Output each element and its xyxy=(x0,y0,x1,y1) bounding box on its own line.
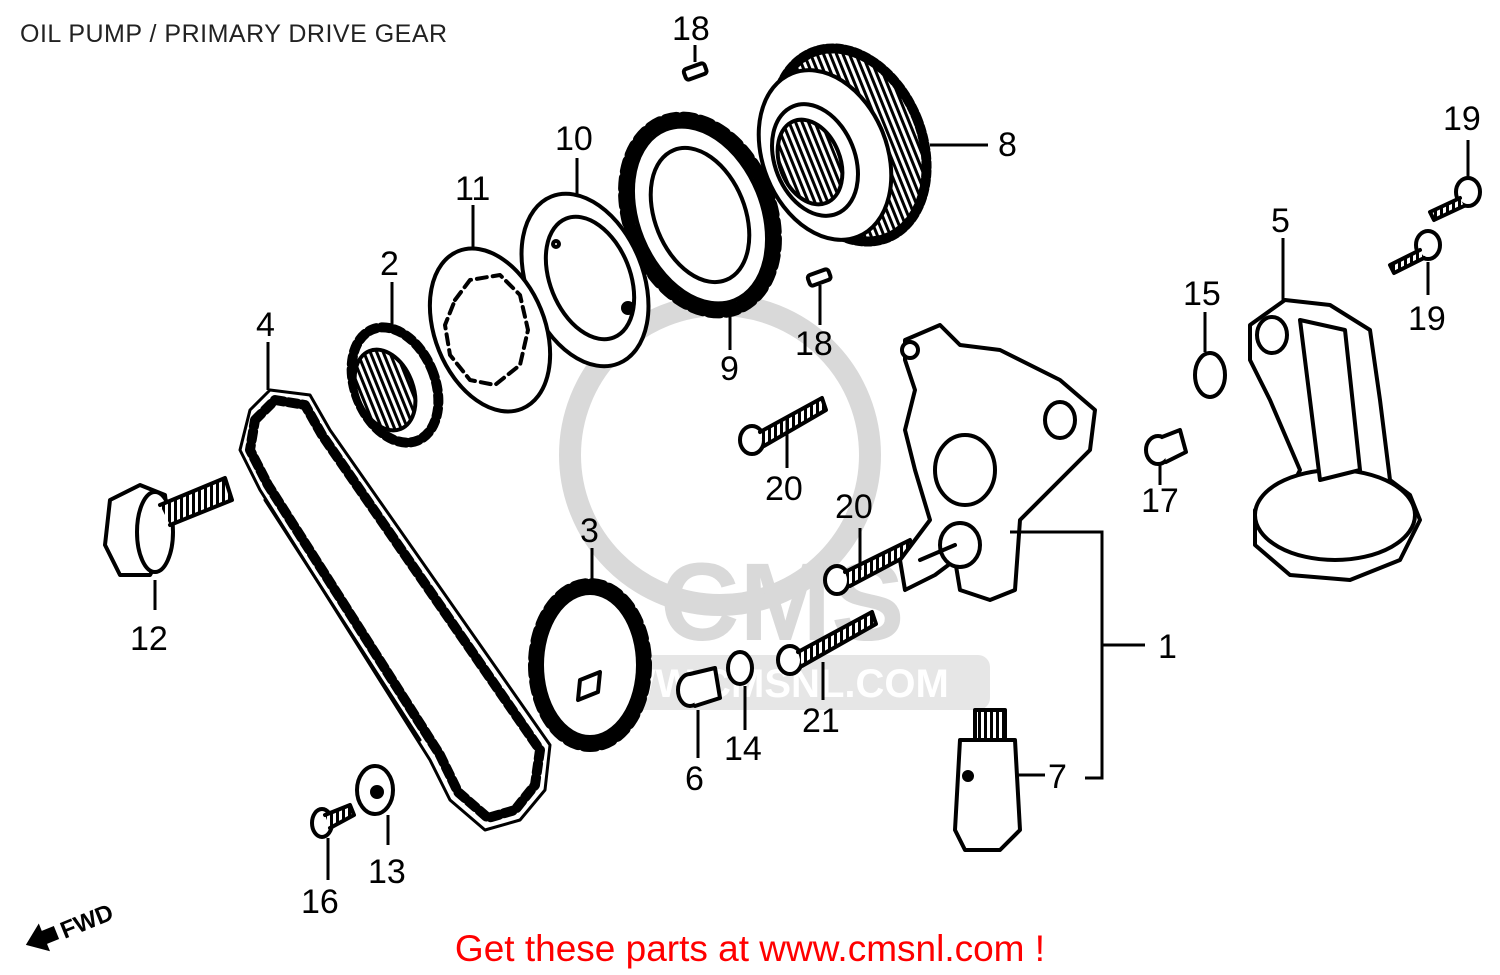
callout-17: 17 xyxy=(1141,482,1179,520)
callout-7: 7 xyxy=(1048,758,1067,796)
callout-2: 2 xyxy=(380,245,399,283)
callout-4: 4 xyxy=(256,306,275,344)
callout-10: 10 xyxy=(555,120,593,158)
callout-11: 11 xyxy=(455,170,490,208)
leader-lines xyxy=(153,45,1470,880)
part-6-collar[interactable] xyxy=(676,666,722,708)
callout-labels: 1 2 3 4 5 6 7 8 9 10 11 12 13 14 15 16 1… xyxy=(130,10,1481,921)
part-15-o-ring[interactable] xyxy=(1193,351,1227,399)
part-3-oil-pump-sprocket[interactable] xyxy=(528,578,652,752)
watermark: CMS WWW.CMSNL.COM xyxy=(559,294,990,710)
callout-9: 9 xyxy=(720,350,739,388)
callout-1: 1 xyxy=(1158,628,1177,666)
callout-20-upper: 20 xyxy=(765,470,803,508)
callout-16: 16 xyxy=(301,883,339,921)
callout-12: 12 xyxy=(130,620,168,658)
part-13-washer[interactable] xyxy=(355,764,395,816)
part-9-sprocket[interactable] xyxy=(598,96,803,334)
callout-5: 5 xyxy=(1271,202,1290,240)
part-4-chain[interactable] xyxy=(238,388,552,832)
part-2-drive-sprocket[interactable] xyxy=(335,314,454,455)
part-10-plate[interactable] xyxy=(498,175,673,385)
part-14-o-ring[interactable] xyxy=(726,650,754,686)
part-12-bolt[interactable] xyxy=(103,476,234,577)
fwd-arrow-icon xyxy=(25,923,60,952)
part-7-oil-pressure-switch[interactable] xyxy=(953,708,1022,852)
part-18-dowel-pin-top[interactable] xyxy=(681,61,709,82)
callout-18-top: 18 xyxy=(672,10,710,48)
part-21-bolt[interactable] xyxy=(776,610,878,676)
callout-3: 3 xyxy=(580,512,599,550)
callout-14: 14 xyxy=(724,730,762,768)
part-11-damper-plate[interactable] xyxy=(407,231,573,430)
part-8-primary-drive-gear[interactable] xyxy=(735,25,955,264)
cta-link[interactable]: Get these parts at www.cmsnl.com ! xyxy=(454,928,1046,969)
callout-19-lower: 19 xyxy=(1408,300,1446,338)
callout-18-middle: 18 xyxy=(795,325,833,363)
part-18-dowel-pin-middle[interactable] xyxy=(805,267,833,288)
cta-banner: Get these parts at www.cmsnl.com ! xyxy=(0,928,1500,970)
callout-15: 15 xyxy=(1183,275,1221,313)
part-5-oil-strainer[interactable] xyxy=(1248,298,1422,582)
page-title: OIL PUMP / PRIMARY DRIVE GEAR xyxy=(20,20,448,48)
part-17-collar[interactable] xyxy=(1144,428,1188,466)
callout-20-lower: 20 xyxy=(835,488,873,526)
part-1-oil-pump[interactable] xyxy=(898,323,1097,602)
part-19-bolt-lower[interactable] xyxy=(1388,229,1442,275)
part-19-bolt-upper[interactable] xyxy=(1428,176,1482,222)
callout-6: 6 xyxy=(685,760,704,798)
callout-19-upper: 19 xyxy=(1443,100,1481,138)
part-16-screw[interactable] xyxy=(310,803,356,839)
callout-8: 8 xyxy=(998,126,1017,164)
callout-21: 21 xyxy=(802,702,840,740)
callout-13: 13 xyxy=(368,853,406,891)
part-20-bolt-upper[interactable] xyxy=(738,396,828,456)
